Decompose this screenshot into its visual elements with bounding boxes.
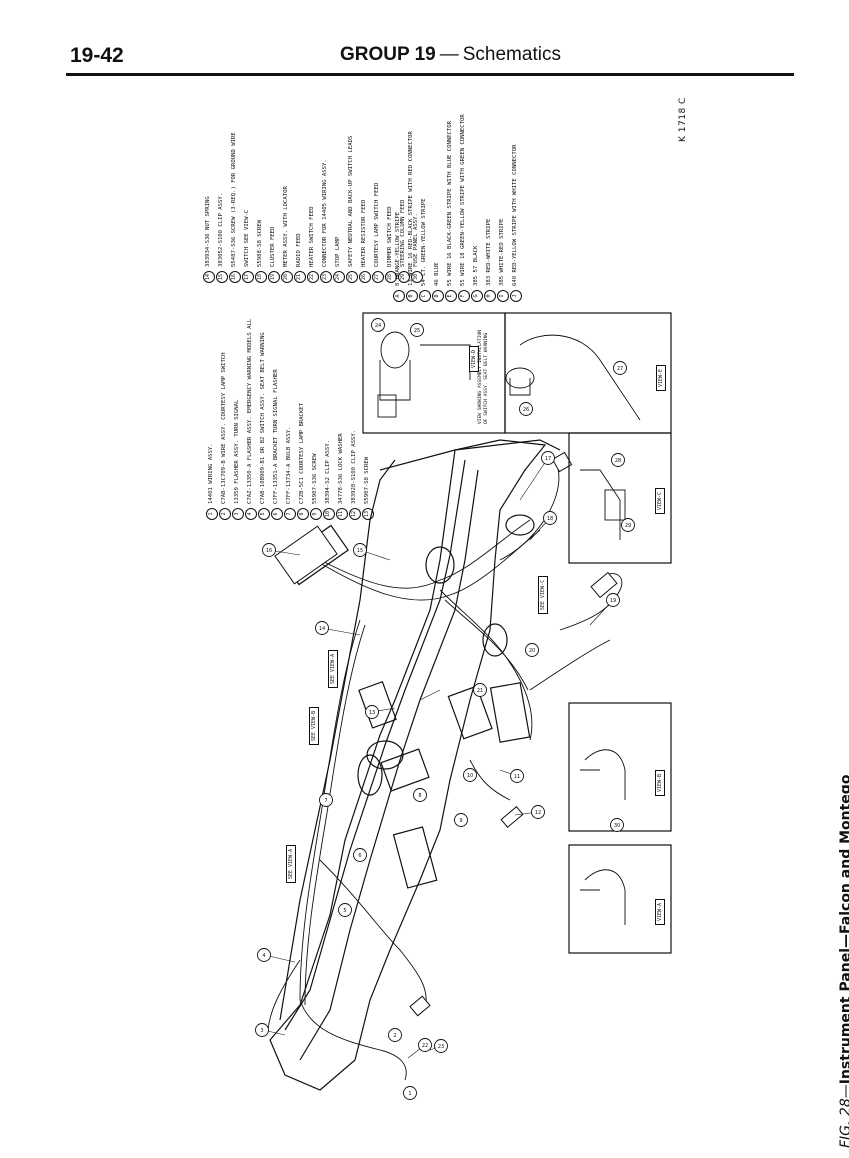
- wiring-harness: [267, 459, 623, 1081]
- callout-label: 29: [625, 523, 631, 529]
- callout-21: 21: [473, 683, 487, 697]
- see-view-b-tag: SEE VIEW-B: [309, 706, 319, 745]
- page-header: GROUP 19—Schematics: [340, 44, 561, 66]
- figure-caption: FIG. 28—Instrument Panel—Falcon and Mont…: [838, 775, 849, 1148]
- view-sketches: [377, 331, 641, 925]
- callout-10: 10: [463, 768, 477, 782]
- see-view-a-tag: SEE VIEW-A: [286, 844, 296, 883]
- callout-label: 26: [523, 407, 529, 413]
- callout-label: 12: [535, 810, 541, 816]
- callout-2: 2: [388, 1028, 402, 1042]
- callout-label: 3: [260, 1028, 263, 1034]
- callout-1: 1: [403, 1086, 417, 1100]
- callout-23: 23: [434, 1039, 448, 1053]
- callout-12: 12: [531, 805, 545, 819]
- callout-28: 28: [611, 453, 625, 467]
- callout-label: 24: [375, 323, 381, 329]
- view-frames: [362, 312, 672, 954]
- callout-label: 15: [357, 548, 363, 554]
- callout-3: 3: [255, 1023, 269, 1037]
- instrument-panel-outline: [269, 439, 561, 1091]
- callout-label: 23: [438, 1044, 444, 1050]
- callout-7: 7: [319, 793, 333, 807]
- callout-label: 30: [614, 823, 620, 829]
- view-b-frame: [568, 702, 672, 832]
- callout-label: 22: [422, 1043, 428, 1049]
- callout-30: 30: [610, 818, 624, 832]
- callout-label: 9: [459, 818, 462, 824]
- callout-17: 17: [541, 451, 555, 465]
- callout-13: 13: [365, 705, 379, 719]
- callout-label: 21: [477, 688, 483, 694]
- view-d-note-line2: OF SWITCH ASSY. SEAT BELT WARNING: [484, 332, 489, 424]
- callout-29: 29: [621, 518, 635, 532]
- callout-label: 14: [319, 626, 325, 632]
- callout-label: 6: [358, 853, 361, 859]
- callout-15: 15: [353, 543, 367, 557]
- see-view-a-tag-2: SEE VIEW-A: [328, 649, 338, 688]
- callout-label: 17: [545, 456, 551, 462]
- callout-11: 11: [510, 769, 524, 783]
- callout-label: 2: [393, 1033, 396, 1039]
- callout-4: 4: [257, 948, 271, 962]
- callout-label: 27: [617, 366, 623, 372]
- callout-label: 25: [414, 328, 420, 334]
- callout-22: 22: [418, 1038, 432, 1052]
- figure-number: FIG. 28—: [838, 1084, 849, 1148]
- view-c-tag: VIEW-C: [655, 487, 665, 514]
- callout-25: 25: [410, 323, 424, 337]
- group-label: GROUP 19: [340, 44, 436, 65]
- callout-label: 13: [369, 710, 375, 716]
- figure-title: Instrument Panel—Falcon and Montego: [838, 774, 849, 1085]
- callout-label: 11: [514, 774, 520, 780]
- callout-label: 18: [547, 516, 553, 522]
- callout-24: 24: [371, 318, 385, 332]
- callout-label: 28: [615, 458, 621, 464]
- view-a-frame: [568, 844, 672, 954]
- callout-5: 5: [338, 903, 352, 917]
- callout-label: 19: [610, 598, 616, 604]
- header-dash: —: [439, 44, 459, 65]
- section-title: Schematics: [462, 44, 561, 65]
- callout-label: 10: [467, 773, 473, 779]
- see-view-c-tag: SEE VIEW-C: [538, 575, 548, 614]
- view-b-tag: VIEW-B: [655, 769, 665, 796]
- callout-20: 20: [525, 643, 539, 657]
- page-number: 19-42: [70, 44, 124, 67]
- callout-6: 6: [353, 848, 367, 862]
- view-d-note: VIEW SHOWING ASSEMBLY INSTALLATION OF SW…: [478, 330, 490, 424]
- callout-18: 18: [543, 511, 557, 525]
- callout-label: 5: [343, 908, 346, 914]
- callout-27: 27: [613, 361, 627, 375]
- callout-9: 9: [454, 813, 468, 827]
- view-c-frame: [568, 432, 672, 564]
- connectors: [274, 451, 618, 1017]
- callout-26: 26: [519, 402, 533, 416]
- callout-label: 8: [418, 793, 421, 799]
- callout-8: 8: [413, 788, 427, 802]
- callout-14: 14: [315, 621, 329, 635]
- header-rule: [66, 73, 794, 76]
- view-a-tag: VIEW-A: [655, 898, 665, 925]
- callout-label: 4: [262, 953, 265, 959]
- callout-19: 19: [606, 593, 620, 607]
- callout-16: 16: [262, 543, 276, 557]
- view-e-frame: [504, 312, 672, 434]
- callout-label: 20: [529, 648, 535, 654]
- callout-label: 16: [266, 548, 272, 554]
- callout-label: 7: [324, 798, 327, 804]
- callout-label: 1: [408, 1091, 411, 1097]
- view-e-tag: VIEW-E: [656, 364, 666, 391]
